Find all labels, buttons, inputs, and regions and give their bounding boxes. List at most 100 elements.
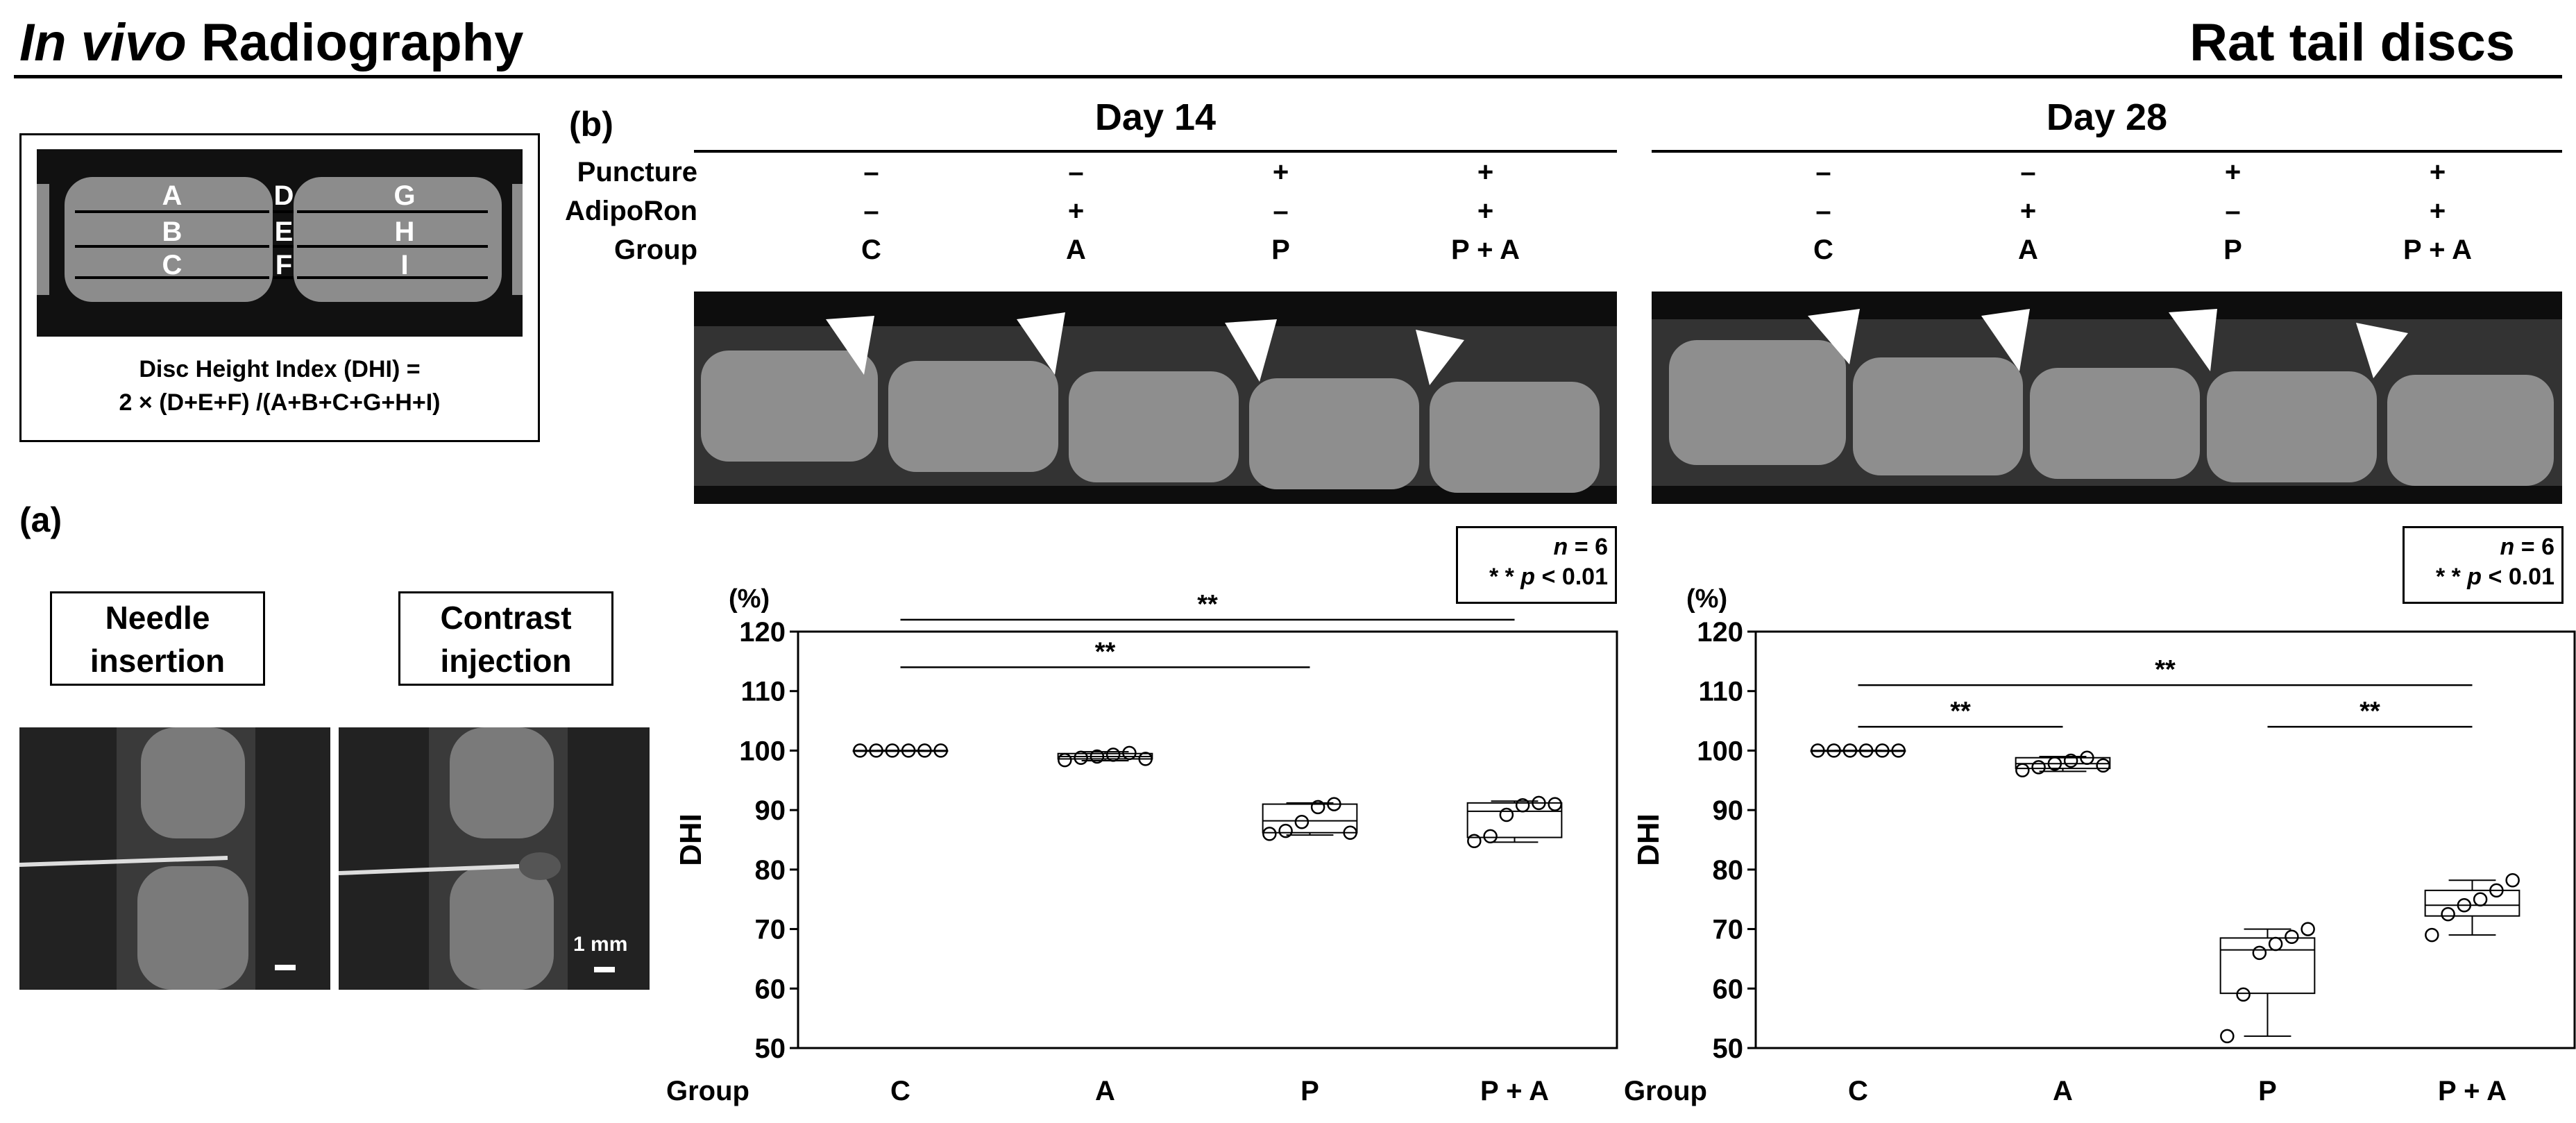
data-point	[2457, 898, 2472, 913]
day14-adiporon-cell: –	[863, 196, 879, 226]
data-point	[1310, 800, 1325, 815]
day28-puncture-cell: –	[1815, 157, 1831, 187]
y-tick-label: 90	[755, 795, 786, 826]
data-point	[2505, 873, 2520, 888]
x-tick-label: P	[2258, 1076, 2277, 1106]
data-point	[1294, 815, 1310, 829]
x-tick-label: P + A	[2438, 1076, 2507, 1106]
significance-label: **	[1095, 637, 1116, 666]
data-point	[1074, 750, 1088, 765]
y-tick-label: 90	[1713, 795, 1744, 826]
day14-title: Day 14	[1094, 96, 1217, 138]
day14-puncture-cell: +	[1272, 157, 1289, 187]
day14-puncture-cell: +	[1477, 157, 1494, 187]
needle-insertion-image	[19, 727, 330, 990]
significance-label: **	[1197, 590, 1218, 619]
x-tick-label: P	[1300, 1076, 1319, 1106]
data-point	[2080, 750, 2094, 765]
day14-adiporon-cell: +	[1067, 196, 1085, 226]
day28-groups-cell: C	[1813, 235, 1833, 265]
plot-frame	[797, 630, 1618, 1049]
y-tick-label: 70	[755, 915, 786, 945]
stats-n-value: = 6	[2514, 534, 2554, 560]
significance-label: **	[2155, 655, 2176, 684]
stats-p-symbol: p	[1520, 563, 1536, 590]
figure-title: In vivo Radiography	[19, 12, 523, 73]
y-tick-label: 60	[1713, 974, 1744, 1004]
measure-C: C	[162, 250, 183, 280]
day28-puncture-cell: +	[2429, 157, 2446, 187]
x-tick-label: C	[890, 1076, 910, 1106]
data-point	[1842, 743, 1858, 758]
stats-n-value: = 6	[1568, 534, 1608, 560]
data-point	[1262, 827, 1277, 841]
data-point	[2047, 757, 2062, 771]
title-rest: Radiography	[186, 13, 524, 72]
y-tick-label: 120	[739, 617, 786, 648]
data-point	[1467, 834, 1482, 848]
data-point	[1327, 797, 1341, 811]
day14-puncture-cell: –	[863, 157, 879, 187]
x-axis-title: Group	[666, 1076, 749, 1106]
stats-n-symbol: n	[2500, 534, 2515, 560]
data-point	[917, 743, 932, 758]
day28-puncture-cell: –	[2020, 157, 2036, 187]
y-tick-label: 50	[1713, 1033, 1744, 1064]
needle-label-line-2: insertion	[90, 643, 226, 679]
y-tick-label: 100	[1697, 736, 1743, 766]
needle-label-line-1: Needle	[105, 600, 210, 636]
box	[1466, 802, 1563, 838]
data-point	[1532, 795, 1546, 811]
data-point	[2236, 987, 2251, 1002]
x-tick-label: A	[2053, 1076, 2073, 1106]
data-point	[2268, 936, 2283, 952]
day28-adiporon-cell: +	[2019, 196, 2037, 226]
stats-n-symbol: n	[1553, 534, 1568, 560]
data-point	[2096, 758, 2110, 773]
day14-puncture-cell: –	[1068, 157, 1084, 187]
formula-line-1: Disc Height Index (DHI) =	[139, 356, 421, 382]
day14-groups-cell: P	[1271, 235, 1290, 265]
stats-p: * * p < 0.01	[1465, 562, 1608, 592]
y-axis-label: DHI	[1632, 813, 1666, 866]
data-point	[1090, 749, 1105, 764]
day28-adiporon-cell: +	[2429, 196, 2446, 226]
data-point	[1515, 798, 1530, 813]
data-point	[2300, 922, 2315, 936]
y-tick-label: 110	[1698, 677, 1743, 707]
significance-label: **	[1950, 697, 1971, 726]
panel-b-label: (b)	[569, 105, 613, 144]
data-point	[2015, 763, 2030, 777]
data-point	[1875, 743, 1890, 758]
stats-p-stars: * *	[2435, 563, 2468, 590]
data-point	[1811, 743, 1825, 758]
measure-E: E	[275, 217, 294, 247]
scale-label: 1 mm	[573, 933, 628, 956]
stats-p-value: < 0.01	[1535, 563, 1608, 590]
measure-H: H	[395, 217, 415, 247]
stats-n: n = 6	[1465, 532, 1608, 562]
y-unit-label: (%)	[729, 584, 770, 614]
day28-stats-box: n = 6 * * p < 0.01	[2403, 526, 2564, 604]
data-point	[2425, 927, 2439, 943]
y-tick-label: 70	[1713, 915, 1744, 945]
data-point	[1483, 829, 1498, 844]
y-tick-label: 50	[755, 1033, 786, 1064]
day14-groups-cell: A	[1066, 235, 1086, 265]
header-rule	[14, 75, 2562, 78]
day14-stats-box: n = 6 * * p < 0.01	[1456, 526, 1617, 604]
y-axis-label: DHI	[674, 813, 708, 866]
data-point	[1891, 743, 1906, 758]
day28-adiporon-cell: –	[1815, 196, 1831, 226]
data-point	[1548, 797, 1562, 811]
day14-groups-cell: C	[861, 235, 881, 265]
measure-D: D	[274, 180, 294, 211]
data-point	[869, 743, 883, 758]
panel-a-label: (a)	[19, 500, 62, 539]
y-unit-label: (%)	[1686, 584, 1727, 614]
data-point	[885, 743, 900, 758]
data-point	[1105, 748, 1121, 762]
day28-xray	[1652, 292, 2562, 504]
x-tick-label: C	[1848, 1076, 1868, 1106]
day28-rule	[1652, 150, 2562, 153]
